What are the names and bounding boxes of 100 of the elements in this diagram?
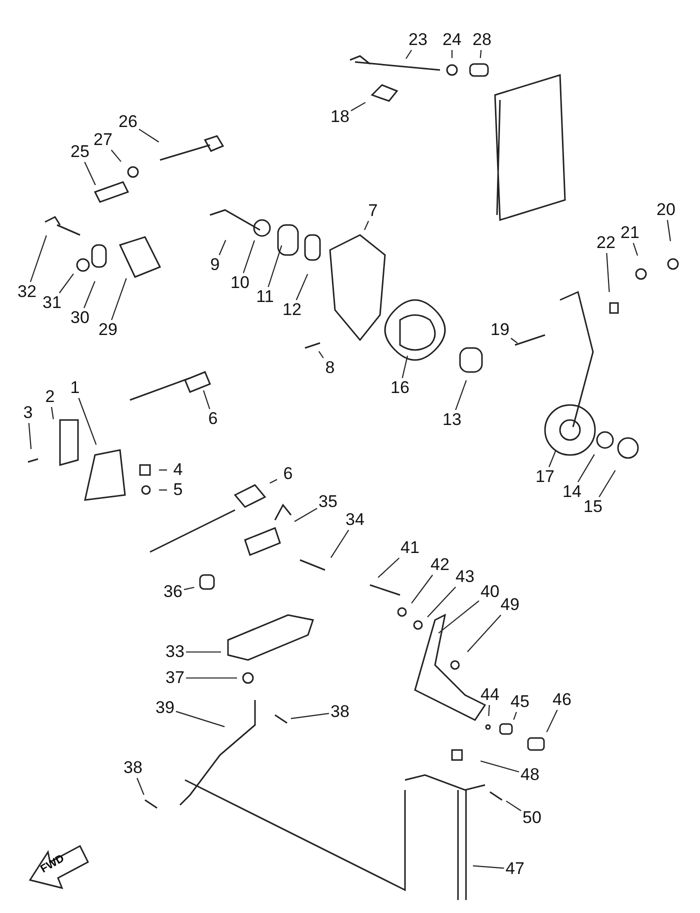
leader-line (427, 586, 456, 618)
callout-number: 8 (325, 359, 335, 377)
callout-number: 21 (620, 224, 640, 242)
leader-line (513, 712, 517, 720)
callout-number: 15 (584, 498, 602, 516)
leader-line (84, 162, 96, 186)
callout-number: 5 (173, 481, 183, 499)
callout-number: 11 (256, 288, 274, 306)
leader-line (110, 150, 122, 162)
leader-line (506, 800, 522, 812)
leader-line (296, 274, 308, 300)
leader-line (58, 274, 74, 294)
callout-number: 50 (522, 809, 542, 827)
callout-number: 10 (230, 274, 250, 292)
callout-number: 45 (510, 693, 530, 711)
callout-number: 4 (173, 461, 183, 479)
callout-number: 34 (346, 511, 364, 529)
callout-number: 7 (368, 202, 378, 220)
leader-line (318, 351, 324, 358)
leader-line (218, 240, 226, 256)
leader-line (330, 530, 350, 558)
leader-line (176, 710, 225, 728)
callout-number: 31 (42, 294, 62, 312)
leader-line (405, 50, 412, 60)
callout-number: 38 (124, 759, 142, 777)
callout-number: 27 (94, 131, 112, 149)
leader-line (402, 356, 408, 378)
leader-line (364, 220, 370, 230)
callout-number: 35 (318, 493, 338, 511)
callout-number: 33 (166, 643, 184, 661)
callout-number: 28 (472, 31, 492, 49)
leader-line (242, 240, 255, 274)
leader-line (78, 398, 97, 445)
leader-line (136, 778, 144, 796)
leader-line (186, 651, 221, 653)
leader-line (480, 50, 482, 58)
callout-number: 40 (480, 583, 500, 601)
leader-line (159, 489, 167, 491)
leader-line (472, 865, 504, 869)
direction-label: FWD (38, 852, 66, 876)
leader-line (50, 406, 54, 420)
leader-line (577, 454, 595, 482)
leader-line (632, 242, 638, 256)
callout-number: 26 (118, 113, 138, 131)
callout-number: 2 (45, 388, 55, 406)
leader-line (378, 558, 400, 578)
leader-line (606, 252, 610, 292)
callout-number: 25 (70, 143, 90, 161)
leader-line (451, 50, 453, 58)
leader-line (290, 712, 330, 720)
leader-line (186, 677, 237, 679)
callout-number: 22 (596, 234, 616, 252)
leader-line (30, 235, 47, 282)
callout-number: 20 (656, 201, 676, 219)
callout-number: 47 (506, 860, 524, 878)
callout-number: 1 (70, 379, 80, 397)
leader-line (480, 760, 520, 772)
leader-line (510, 338, 518, 344)
callout-number: 39 (156, 699, 174, 717)
callout-number: 6 (208, 410, 218, 428)
callout-number: 38 (330, 703, 350, 721)
leader-line (488, 704, 490, 716)
callout-number: 32 (18, 283, 36, 301)
leader-line (548, 450, 556, 468)
leader-line (467, 614, 502, 652)
leader-line (598, 470, 616, 498)
leader-line (28, 422, 32, 450)
leader-line (84, 281, 96, 308)
callout-number: 46 (552, 691, 572, 709)
callout-number: 19 (490, 321, 510, 339)
leader-line (294, 508, 318, 522)
callout-number: 14 (562, 483, 582, 501)
callout-number: 17 (536, 468, 554, 486)
callout-number: 29 (98, 321, 118, 339)
leader-line (455, 380, 467, 410)
callout-number: 49 (500, 596, 520, 614)
callout-number: 18 (330, 108, 350, 126)
callout-number: 12 (282, 301, 302, 319)
leader-line (202, 390, 210, 410)
callout-number: 48 (520, 766, 540, 784)
callout-number: 42 (430, 556, 450, 574)
callout-number: 23 (408, 31, 428, 49)
callout-number: 24 (442, 31, 462, 49)
leader-line (270, 479, 278, 484)
callout-number: 43 (456, 568, 474, 586)
callout-number: 44 (480, 686, 500, 704)
callout-number: 16 (390, 379, 410, 397)
callout-number: 6 (283, 465, 293, 483)
callout-number: 41 (400, 539, 420, 557)
leader-line (159, 469, 167, 471)
callout-number: 37 (166, 669, 184, 687)
callout-number: 30 (70, 309, 90, 327)
leader-line (138, 128, 160, 142)
leader-line (546, 710, 558, 732)
leader-line (666, 220, 671, 242)
callout-number: 3 (23, 404, 33, 422)
leader-line (438, 600, 480, 634)
callout-number: 9 (210, 256, 220, 274)
leader-line (350, 102, 366, 112)
leader-line (411, 574, 433, 604)
